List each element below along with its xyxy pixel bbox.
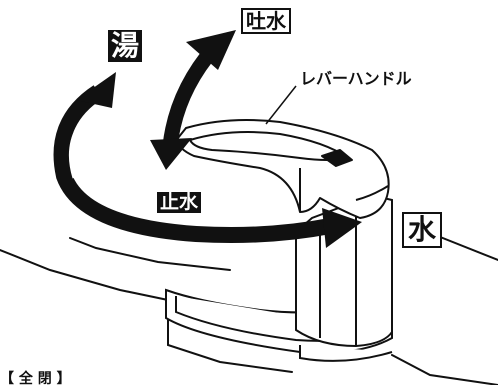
spout-stop-arrow [150, 30, 236, 170]
caption-fully-closed: 【 全 閉 】 [0, 371, 71, 387]
counter-surface [0, 224, 498, 385]
lever-leader-line [265, 85, 297, 125]
stop-water-label: 止水 [157, 192, 202, 213]
spout-water-label: 吐水 [241, 8, 291, 34]
hot-water-label: 湯 [108, 30, 143, 62]
hot-to-cold-arrow [53, 72, 362, 248]
lever-handle [176, 119, 390, 219]
cold-water-label: 水 [402, 212, 443, 248]
lever-handle-label: レバーハンドル [300, 69, 412, 88]
